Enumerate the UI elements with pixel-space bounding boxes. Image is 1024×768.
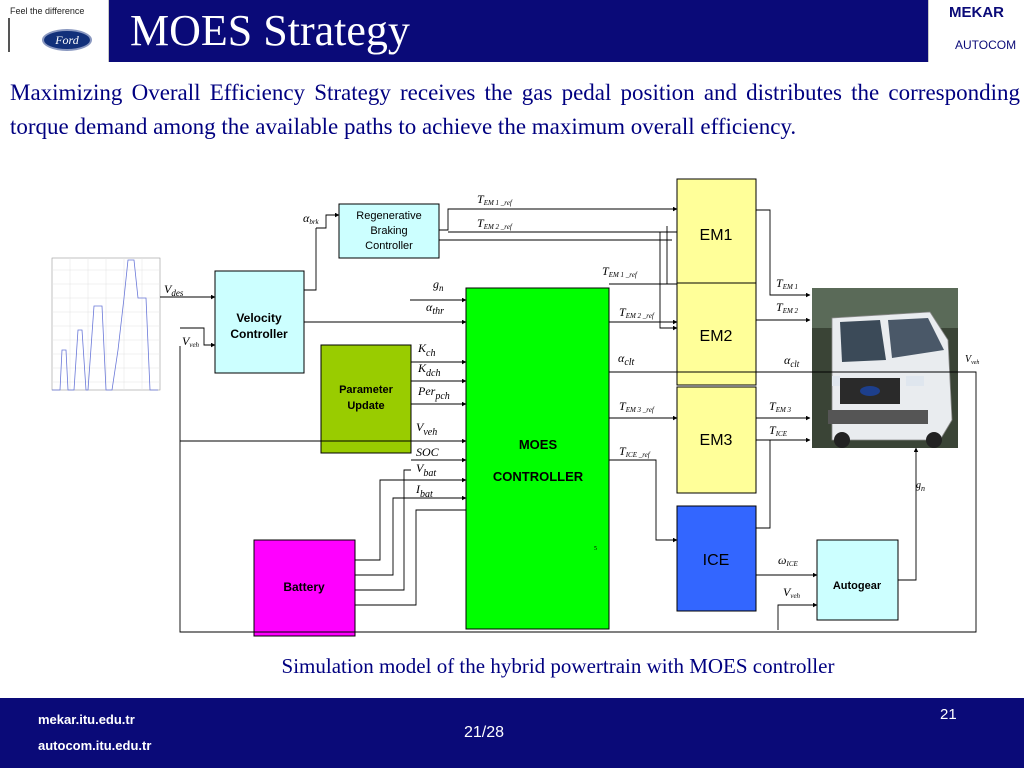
signal-aclt-out: αclt (618, 351, 635, 368)
signal-gn: gn (433, 277, 444, 293)
signal-tem2: TEM 2 (776, 300, 799, 315)
em2-label: EM2 (700, 328, 733, 345)
signal-tem2ref-top: TEM 2 _ref (477, 216, 513, 231)
mekar-brand: MEKAR (949, 4, 1004, 21)
signal-perpch: Perpch (417, 384, 450, 402)
autocom-brand: AUTOCOM (955, 38, 1017, 52)
moes-controller-block (465, 287, 610, 630)
velocity-label-1: Velocity (236, 311, 282, 325)
intro-text: Maximizing Overall Efficiency Strategy r… (10, 80, 1020, 139)
em3-block (676, 386, 757, 494)
regen-braking-block (338, 203, 440, 259)
signal-vveh-in: Vveh (416, 420, 437, 438)
em1-label: EM1 (700, 227, 733, 244)
ice-block (676, 505, 757, 612)
small-mark: 5 (594, 546, 597, 552)
signal-tem3: TEM 3 (769, 399, 792, 414)
parameter-update-block (320, 344, 412, 454)
signal-vveh-out: Vveh (965, 354, 979, 366)
battery-block (253, 539, 356, 637)
slide-number: 21 (940, 706, 957, 723)
signal-ibat: Ibat (415, 482, 433, 500)
em2-block (676, 282, 757, 386)
signal-tem3ref: TEM 3 _ref (619, 399, 655, 414)
moes-label-2: CONTROLLER (493, 469, 584, 484)
signal-tem1: TEM 1 (776, 276, 798, 291)
velocity-controller-block (214, 270, 305, 374)
footer-site-autocom[interactable]: autocom.itu.edu.tr (38, 738, 152, 753)
page-counter: 21/28 (464, 724, 505, 741)
battery-label: Battery (283, 580, 325, 594)
signal-athr: αthr (426, 300, 444, 317)
em1-block (676, 178, 757, 284)
autogear-block (816, 539, 899, 621)
signal-wice: ωICE (778, 553, 798, 568)
signal-tem2ref: TEM 2 _ref (619, 305, 655, 320)
signal-tice: TICE (769, 423, 788, 438)
signal-ticeref: TICE _ref (619, 444, 651, 459)
mekar-logo: MEKAR AUTOCOM (928, 0, 1024, 62)
signal-tem1ref-top: TEM 1 _ref (477, 192, 513, 207)
page-title: MOES Strategy (130, 6, 410, 55)
signal-a-brk: αbrk (303, 211, 320, 226)
ford-logo: Feel the difference Ford (0, 0, 109, 62)
signal-kdch: Kdch (417, 361, 440, 379)
ice-label: ICE (703, 552, 730, 569)
regen-label-2: Braking (370, 225, 407, 237)
signal-v-des: Vdes (164, 282, 184, 298)
em3-label: EM3 (700, 432, 733, 449)
powertrain-diagram: Regenerative Braking Controller Velocity… (51, 178, 979, 637)
moes-label-1: MOES (519, 437, 558, 452)
signal-aclt: αclt (784, 353, 800, 369)
velocity-label-2: Controller (230, 327, 288, 341)
header-bar: Feel the difference Ford MOES Strategy M… (0, 0, 1024, 62)
velocity-profile-thumbnail (51, 257, 161, 391)
param-label-2: Update (347, 400, 384, 412)
footer-site-mekar[interactable]: mekar.itu.edu.tr (38, 712, 135, 727)
vehicle-image (812, 288, 958, 448)
signal-gn-ag: gn (916, 480, 925, 493)
regen-label-3: Controller (365, 240, 413, 252)
diagram-caption: Simulation model of the hybrid powertrai… (281, 654, 835, 678)
signal-soc: SOC (416, 445, 440, 459)
signal-kch: Kch (417, 341, 435, 359)
signal-tem1ref: TEM 1 _ref (602, 264, 638, 279)
ford-tagline: Feel the difference (10, 6, 85, 16)
param-label-1: Parameter (339, 384, 394, 396)
regen-label-1: Regenerative (356, 210, 421, 222)
ford-logo-divider (8, 18, 10, 52)
ford-brand: Ford (42, 29, 92, 51)
autogear-label: Autogear (833, 580, 882, 592)
signal-vbat: Vbat (416, 461, 436, 479)
signal-v-veh: Vveh (182, 334, 200, 349)
signal-vveh-ag: Vveh (783, 585, 801, 600)
footer-bar: mekar.itu.edu.tr autocom.itu.edu.tr 21/2… (0, 698, 1024, 768)
